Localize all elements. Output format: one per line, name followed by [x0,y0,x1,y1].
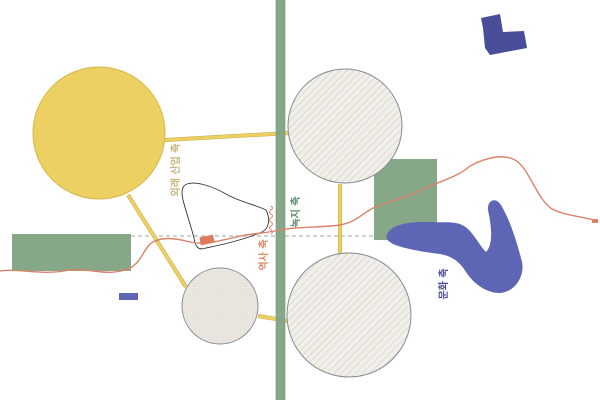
end-marker [592,219,598,223]
blue-blob [386,200,523,293]
history-axis-label: 역사 축 [257,239,270,270]
hatched-circle-top [287,68,403,184]
yellow-circle [32,66,166,200]
culture-axis-label: 문화 축 [437,268,450,299]
red-marker [199,234,215,246]
boundary-outline [181,182,270,250]
green-axis-label: 녹지 축 [289,196,302,227]
history-line [0,156,599,273]
green-block-left [12,234,131,271]
hatched-circle-bottom [286,252,412,378]
small-grey-circle [181,267,259,345]
green-axis-band [276,0,285,400]
building-shape [481,14,527,55]
small-blue-marker [119,293,138,300]
industry-axis-label: 외래 산업 축 [169,144,182,197]
squiggle-mark [269,205,273,235]
